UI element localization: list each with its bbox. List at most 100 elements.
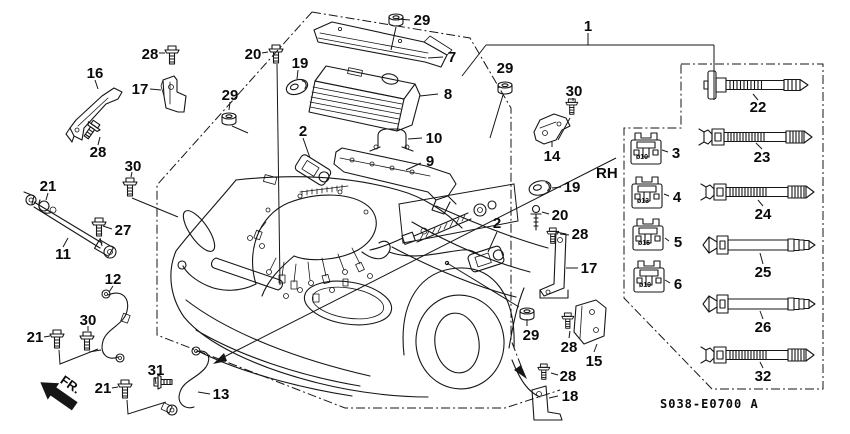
callout-29: 29 xyxy=(523,327,540,344)
callout-19: 19 xyxy=(564,179,581,196)
callout-labels: 1 2 2 3 4 5 6 7 8 9 10 11 12 13 14 15 16… xyxy=(27,12,772,405)
clip-3-size: ø10 xyxy=(636,154,648,161)
callout-28: 28 xyxy=(561,339,578,356)
callout-4: 4 xyxy=(673,189,682,206)
callout-3: 3 xyxy=(672,145,680,162)
part-10-bracket xyxy=(369,128,414,152)
bolt-30-a xyxy=(122,177,138,197)
callout-31: 31 xyxy=(148,362,165,379)
callout-6: 6 xyxy=(674,276,682,293)
callout-29: 29 xyxy=(414,12,431,29)
callout-9: 9 xyxy=(426,153,434,170)
tire xyxy=(415,294,505,390)
callout-20: 20 xyxy=(552,207,569,224)
cable-tie-26 xyxy=(702,294,816,314)
callout-1: 1 xyxy=(584,18,592,35)
part-9-harness-stay xyxy=(333,147,457,215)
part-11-ground-cable xyxy=(23,191,117,259)
callout-27: 27 xyxy=(115,222,132,239)
bolt-30-b xyxy=(79,331,95,351)
callout-12: 12 xyxy=(105,271,122,288)
callout-2: 2 xyxy=(299,123,307,140)
leader-21c xyxy=(126,399,167,415)
callout-17: 17 xyxy=(132,81,149,98)
callout-20: 20 xyxy=(245,46,262,63)
side-marker-lamp xyxy=(182,210,216,252)
leader-27 xyxy=(99,237,103,247)
part-17-bracket-a xyxy=(160,75,187,113)
grommet-19-a xyxy=(283,76,311,98)
nut-29-c xyxy=(221,112,237,126)
cable-tie-23 xyxy=(698,128,813,146)
car-body xyxy=(170,176,549,398)
rh-marker: RH xyxy=(596,165,618,182)
callout-28: 28 xyxy=(90,144,107,161)
callout-21: 21 xyxy=(27,329,44,346)
part-18-bracket xyxy=(531,385,563,421)
leader-21b xyxy=(58,348,99,365)
leader-bolt-20a xyxy=(276,63,281,286)
part-14-bracket xyxy=(533,113,571,145)
callout-11: 11 xyxy=(55,246,71,263)
callout-17: 17 xyxy=(581,260,598,277)
nut-29-a xyxy=(388,13,404,27)
bolt-28-c xyxy=(546,227,560,244)
leader-29c xyxy=(231,125,249,134)
headlight xyxy=(303,280,393,326)
clip-5-size: ø15 xyxy=(638,240,650,247)
callout-28: 28 xyxy=(142,46,159,63)
part-17-bracket-b xyxy=(539,231,569,299)
harness-detail-box xyxy=(369,183,519,251)
screw-20-b xyxy=(530,204,542,231)
part-15-bracket xyxy=(573,299,607,345)
wire-harness xyxy=(177,174,481,303)
callout-29: 29 xyxy=(222,87,239,104)
panel-border xyxy=(623,63,824,390)
cable-tie-32 xyxy=(700,346,815,364)
clip-4-size: ø13 xyxy=(637,198,649,205)
bolt-28-a xyxy=(164,45,180,65)
callout-29: 29 xyxy=(497,60,514,77)
nut-29-d xyxy=(519,307,535,321)
callout-19: 19 xyxy=(292,55,309,72)
part-16-bracket xyxy=(65,87,123,143)
callout-32: 32 xyxy=(755,368,772,385)
callout-30: 30 xyxy=(80,312,97,329)
cable-tie-25 xyxy=(702,235,816,255)
bolt-28-d xyxy=(561,312,575,329)
callout-5: 5 xyxy=(674,234,682,251)
callout-21: 21 xyxy=(95,380,112,397)
callout-8: 8 xyxy=(444,86,452,103)
front-direction-arrow: FR. xyxy=(40,372,83,411)
callout-21: 21 xyxy=(40,178,57,195)
callout-30: 30 xyxy=(566,83,583,100)
view-arrowhead xyxy=(514,365,527,379)
clip-6: ø19 xyxy=(633,260,665,293)
grommet-19-b xyxy=(527,178,553,198)
diagram-code: S038-E0700 A xyxy=(660,397,759,411)
leader-29a xyxy=(390,26,397,51)
grille-slot xyxy=(211,257,283,291)
bolt-20-a xyxy=(268,44,284,64)
cable-tie-24 xyxy=(700,183,815,201)
callout-10: 10 xyxy=(426,130,443,147)
callout-22: 22 xyxy=(750,99,767,116)
callout-23: 23 xyxy=(754,149,771,166)
part-2-connector-b xyxy=(467,245,505,273)
bolt-30-c xyxy=(565,98,579,115)
part-12-ground-cable xyxy=(101,289,131,363)
callout-28: 28 xyxy=(572,226,589,243)
callout-13: 13 xyxy=(213,386,230,403)
part-7-harness-cover xyxy=(313,21,453,68)
callout-25: 25 xyxy=(755,264,772,281)
callout-16: 16 xyxy=(87,65,104,82)
fender-arch xyxy=(402,267,515,356)
callout-18: 18 xyxy=(562,388,579,405)
callout-2: 2 xyxy=(493,215,501,232)
clip-3: ø10 xyxy=(630,132,662,165)
callout-14: 14 xyxy=(544,148,561,165)
part-2-connector-a xyxy=(294,154,332,186)
callout-15: 15 xyxy=(586,353,603,370)
